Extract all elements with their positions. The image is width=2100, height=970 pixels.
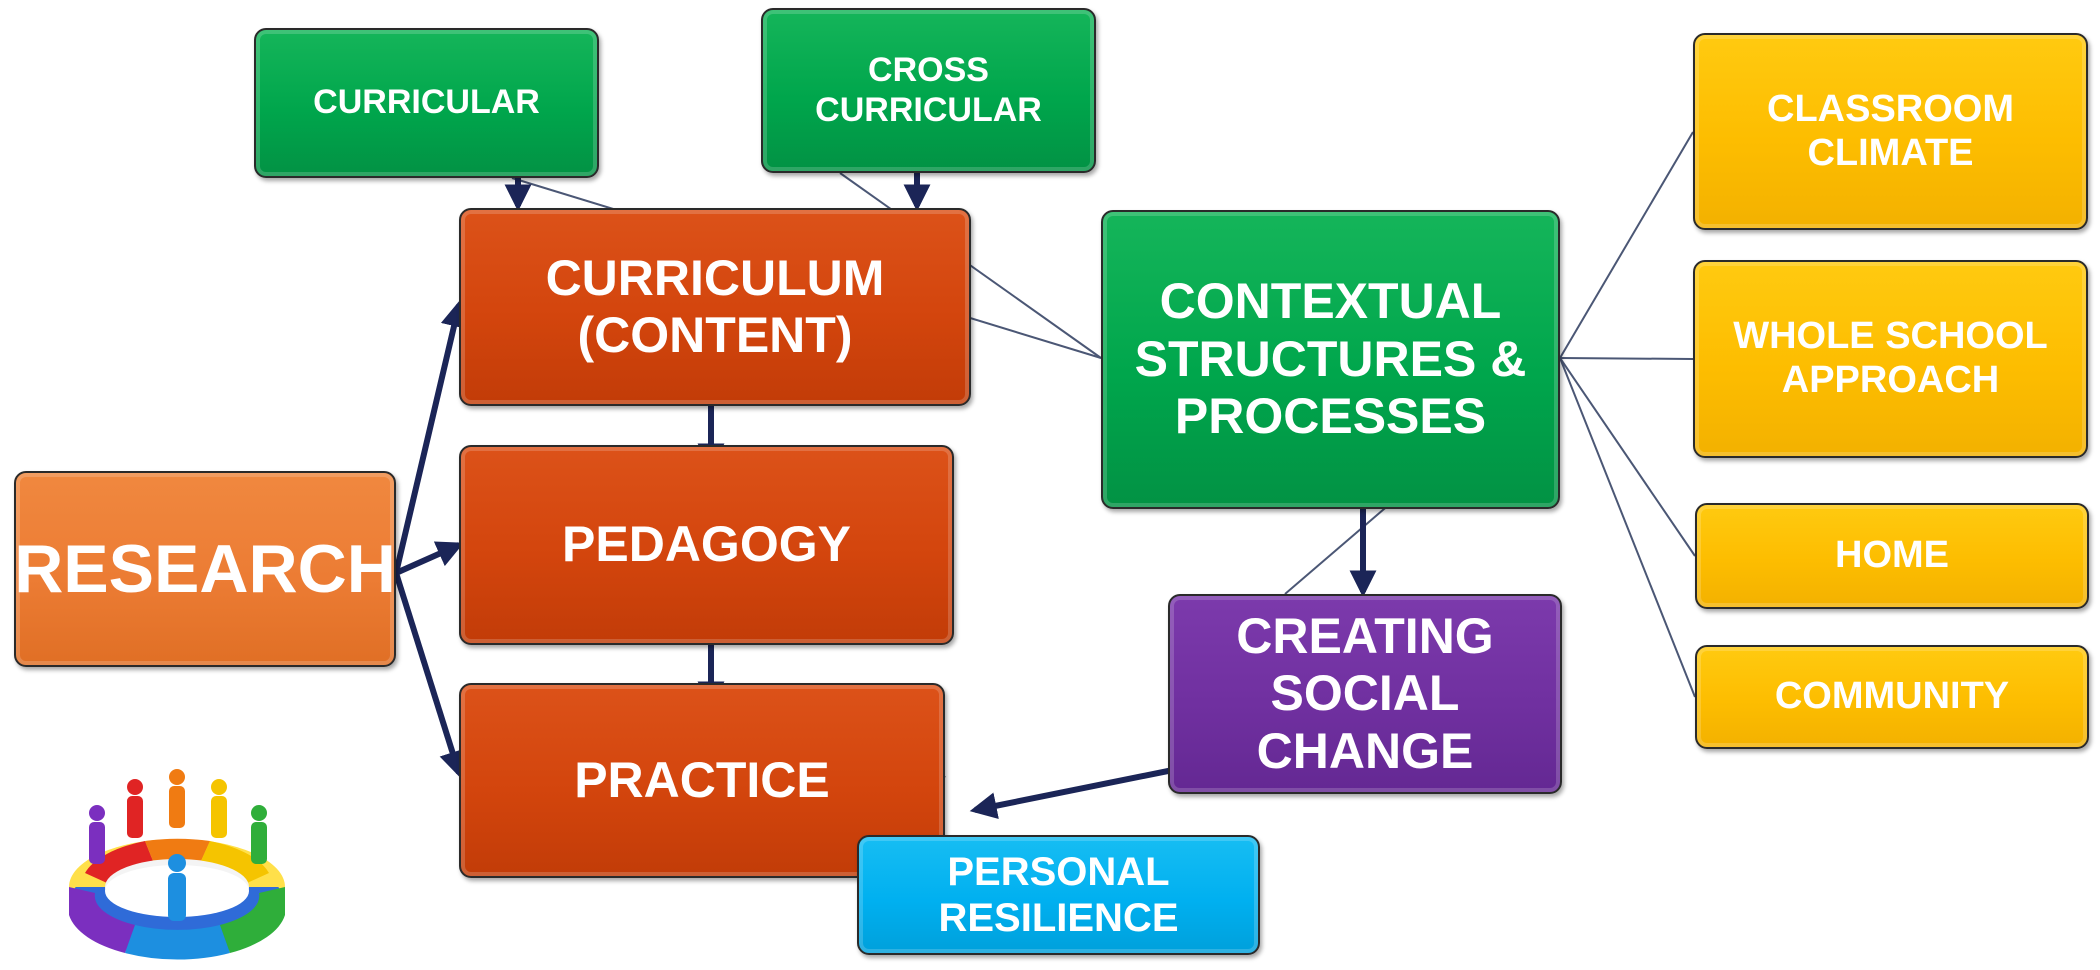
node-home: HOME [1695, 503, 2089, 609]
node-curriculum-label: CURRICULUM (CONTENT) [545, 249, 885, 364]
node-creating-social-change: CREATING SOCIAL CHANGE [1168, 594, 1562, 794]
connector-contextual-classroom [1559, 131, 1694, 359]
node-curricular-label: CURRICULAR [313, 83, 540, 122]
team-circle-puzzle-icon [69, 769, 285, 960]
node-curricular: CURRICULAR [254, 28, 599, 178]
node-whole-school-approach-label: WHOLE SCHOOL APPROACH [1733, 315, 2048, 401]
node-pedagogy: PEDAGOGY [459, 445, 954, 645]
node-community: COMMUNITY [1695, 645, 2089, 749]
node-practice: PRACTICE [459, 683, 945, 878]
connector-contextual-whole-school [1559, 357, 1694, 360]
node-cross-curricular-label: CROSS CURRICULAR [815, 51, 1042, 129]
connector-contextual-home [1559, 357, 1696, 557]
node-personal-resilience: PERSONAL RESILIENCE [857, 835, 1260, 955]
node-curriculum: CURRICULUM (CONTENT) [459, 208, 971, 406]
arrow-social-change-practice [969, 766, 1179, 819]
connector-contextual-community [1559, 357, 1696, 698]
node-contextual-structures: CONTEXTUAL STRUCTURES & PROCESSES [1101, 210, 1560, 509]
node-classroom-climate: CLASSROOM CLIMATE [1693, 33, 2088, 230]
node-practice-label: PRACTICE [574, 751, 830, 808]
arrow-research-curriculum [393, 299, 468, 574]
node-creating-social-change-label: CREATING SOCIAL CHANGE [1236, 607, 1494, 779]
node-research-label: RESEARCH [14, 530, 396, 607]
node-contextual-structures-label: CONTEXTUAL STRUCTURES & PROCESSES [1134, 273, 1527, 445]
node-personal-resilience-label: PERSONAL RESILIENCE [938, 850, 1179, 940]
node-whole-school-approach: WHOLE SCHOOL APPROACH [1693, 260, 2088, 458]
arrow-research-practice [393, 572, 466, 779]
node-research: RESEARCH [14, 471, 396, 667]
node-classroom-climate-label: CLASSROOM CLIMATE [1767, 87, 2014, 174]
arrow-research-pedagogy [394, 541, 464, 576]
node-community-label: COMMUNITY [1774, 675, 2010, 718]
node-pedagogy-label: PEDAGOGY [562, 516, 851, 573]
node-cross-curricular: CROSS CURRICULAR [761, 8, 1096, 173]
node-home-label: HOME [1835, 534, 1949, 577]
